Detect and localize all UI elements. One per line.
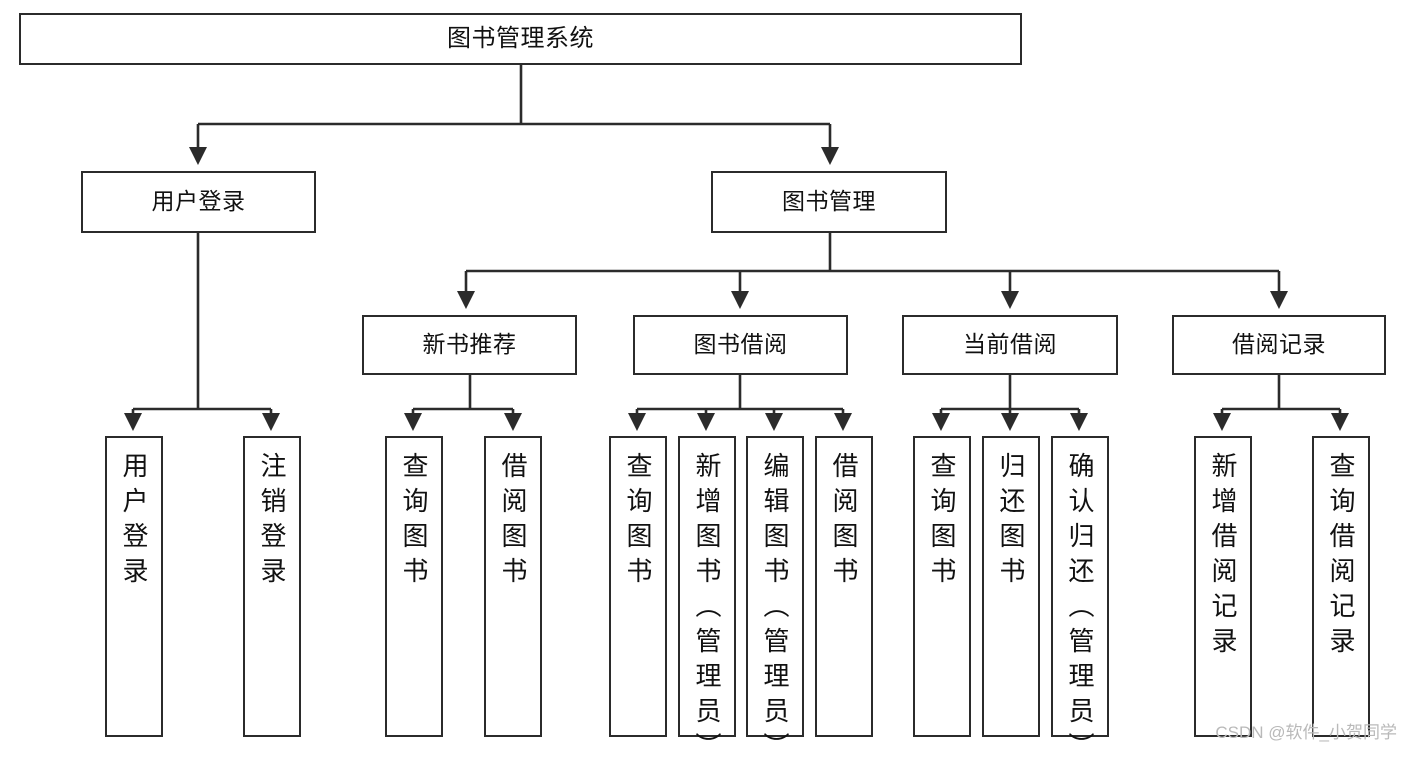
node-label: 编辑图书（管理员） [760, 452, 790, 767]
node-root-system[interactable]: 图书管理系统 [19, 13, 1022, 65]
node-label: 新增借阅记录 [1208, 452, 1238, 662]
node-label: 注销登录 [257, 452, 287, 592]
node-label: 新增图书（管理员） [692, 452, 722, 767]
node-label: 查询图书 [927, 452, 957, 592]
leaf-edit-book[interactable]: 编辑图书（管理员） [746, 436, 804, 767]
node-current-borrow[interactable]: 当前借阅 [902, 315, 1118, 375]
node-label: 用户登录 [119, 452, 149, 592]
leaf-add-record[interactable]: 新增借阅记录 [1194, 436, 1252, 737]
node-label: 用户登录 [151, 188, 246, 215]
node-borrow-record[interactable]: 借阅记录 [1172, 315, 1386, 375]
leaf-query-book-2[interactable]: 查询图书 [609, 436, 667, 737]
node-label: 借阅图书 [498, 452, 528, 592]
node-label: 图书管理系统 [447, 24, 594, 52]
node-label: 确认归还（管理员） [1065, 452, 1095, 767]
node-label: 借阅图书 [829, 452, 859, 592]
node-label: 图书管理 [782, 188, 876, 215]
leaf-query-record[interactable]: 查询借阅记录 [1312, 436, 1370, 737]
leaf-add-book[interactable]: 新增图书（管理员） [678, 436, 736, 767]
node-new-book-rec[interactable]: 新书推荐 [362, 315, 577, 375]
diagram-canvas: 图书管理系统 用户登录 图书管理 新书推荐 图书借阅 当前借阅 借阅记录 用户登… [19, 13, 1397, 767]
node-label: 查询图书 [623, 452, 653, 592]
leaf-query-book-1[interactable]: 查询图书 [385, 436, 443, 737]
leaf-return-book[interactable]: 归还图书 [982, 436, 1040, 737]
leaf-borrow-book-2[interactable]: 借阅图书 [815, 436, 873, 737]
node-label: 归还图书 [996, 452, 1026, 592]
leaf-user-login[interactable]: 用户登录 [105, 436, 163, 737]
watermark: CSDN @软件_小贺同学 [1215, 723, 1397, 742]
node-label: 借阅记录 [1232, 331, 1326, 358]
node-label: 当前借阅 [963, 331, 1057, 358]
leaf-confirm-return[interactable]: 确认归还（管理员） [1051, 436, 1109, 767]
node-label: 图书借阅 [693, 331, 788, 358]
node-label: 新书推荐 [422, 331, 517, 358]
leaf-user-logout[interactable]: 注销登录 [243, 436, 301, 737]
node-book-borrow[interactable]: 图书借阅 [633, 315, 848, 375]
connector-layer [123, 65, 1350, 432]
leaf-borrow-book-1[interactable]: 借阅图书 [484, 436, 542, 737]
node-user-login[interactable]: 用户登录 [81, 171, 316, 233]
leaf-query-book-3[interactable]: 查询图书 [913, 436, 971, 737]
node-label: 查询图书 [399, 452, 429, 592]
node-label: 查询借阅记录 [1326, 452, 1356, 662]
node-book-manage[interactable]: 图书管理 [711, 171, 947, 233]
